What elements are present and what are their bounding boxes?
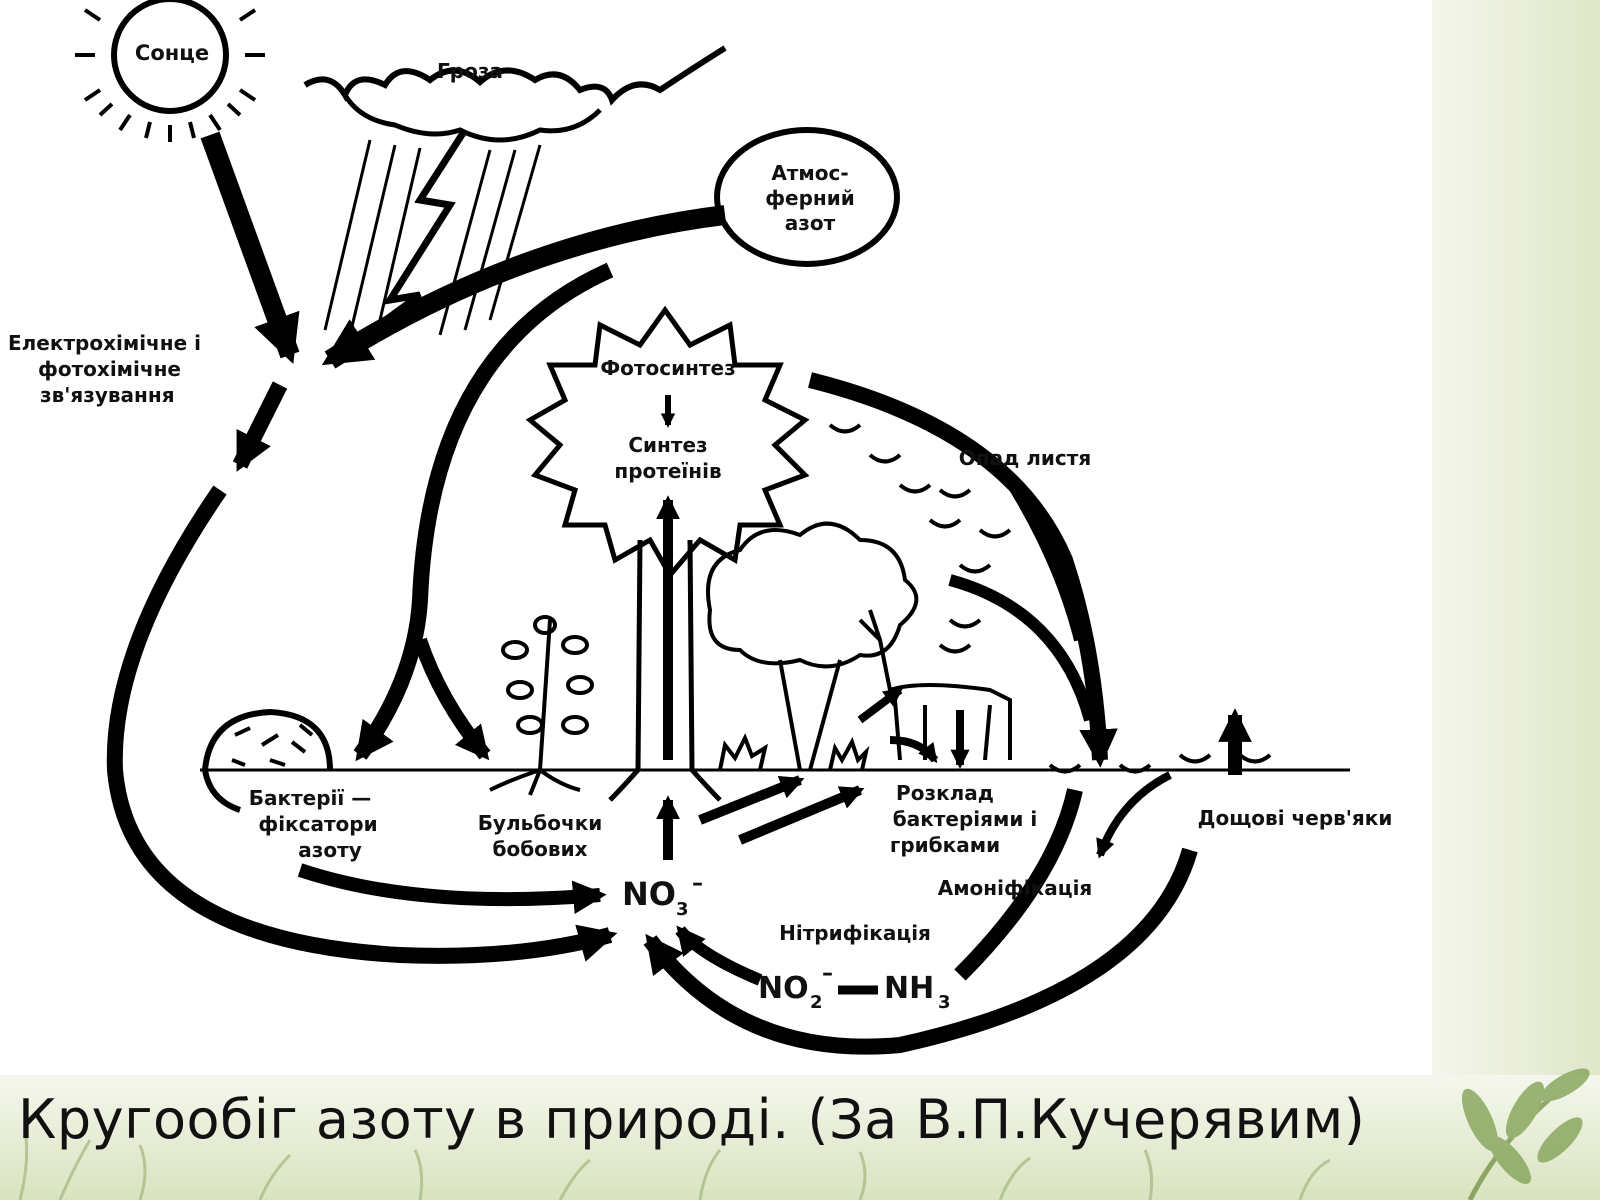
fixation-label-line2: фотохімічне — [38, 357, 181, 381]
sun-icon — [75, 0, 265, 142]
decomp-label-line1: Розклад — [896, 781, 994, 805]
fixation-label-line1: Електрохімічне і — [8, 331, 201, 355]
no2-formula: NO 2 – — [758, 961, 833, 1013]
no3-superscript: – — [692, 871, 703, 896]
no2-subscript: 2 — [810, 992, 823, 1013]
protein-label-line1: Синтез — [628, 433, 707, 457]
legume-plant-icon — [489, 615, 594, 796]
no2-superscript: – — [822, 961, 833, 986]
leaf-branch-icon — [1461, 1068, 1590, 1200]
falling-leaves-icon — [828, 423, 1272, 774]
grass-decoration — [18, 1129, 1331, 1200]
leaf-fall-label: Опад листя — [959, 446, 1091, 470]
bacteria-label-line1: Бактерії — — [249, 786, 371, 810]
nodules-label-line1: Бульбочки — [478, 811, 603, 835]
no2-main: NO — [758, 971, 809, 1006]
nh3-main: NH — [884, 971, 934, 1006]
diagram-panel — [0, 0, 1432, 1075]
nitrification-label: Нітрифікація — [779, 921, 931, 945]
ammonification-label: Амоніфікація — [938, 876, 1093, 900]
grass-spike-icon — [718, 733, 870, 771]
earthworms-label: Дощові черв'яки — [1198, 806, 1393, 830]
no3-subscript: 3 — [676, 899, 689, 920]
bacteria-icon — [201, 708, 333, 813]
deer-icon — [858, 609, 1012, 761]
photosynthesis-label: Фотосинтез — [600, 356, 735, 380]
sun-label: Сонце — [135, 41, 209, 65]
no3-main: NO — [622, 875, 676, 913]
atmospheric-label-line2: ферний — [765, 186, 855, 210]
protein-label-line2: протеїнів — [614, 459, 721, 483]
tree-icon — [525, 305, 810, 802]
atmospheric-label-line3: азот — [785, 211, 836, 235]
nh3-formula: NH 3 — [884, 971, 951, 1013]
decomp-label-line2: бактеріями і — [893, 807, 1037, 831]
nodules-label-line2: бобових — [493, 837, 588, 861]
slide-caption: Кругообіг азоту в природі. (За В.П.Кучер… — [18, 1088, 1366, 1151]
bacteria-label-line3: азоту — [298, 838, 362, 862]
atmospheric-nitrogen-circle — [714, 127, 900, 267]
small-tree-icon — [706, 521, 919, 771]
nh3-subscript: 3 — [938, 992, 951, 1013]
no3-formula: NO 3 – — [622, 871, 703, 920]
fixation-label-line3: зв'язування — [40, 383, 175, 407]
nitrogen-cycle-diagram: Сонце Гроза Атмос- ферний азот Електрохі… — [8, 0, 1393, 1055]
decomp-label-line3: грибками — [890, 833, 1000, 857]
atmospheric-label-line1: Атмос- — [771, 161, 848, 185]
storm-cloud-icon — [303, 45, 727, 338]
storm-label: Гроза — [437, 59, 503, 83]
bacteria-label-line2: фіксатори — [258, 812, 377, 836]
flow-arrows — [106, 131, 1252, 1055]
